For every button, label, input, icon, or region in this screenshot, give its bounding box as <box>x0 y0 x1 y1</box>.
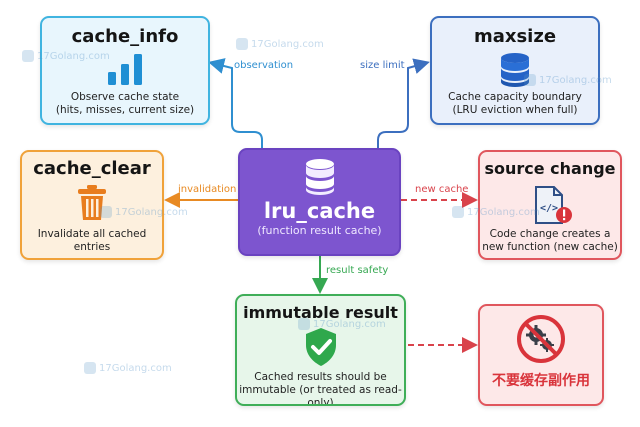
node-lru-cache: lru_cache (function result cache) <box>238 148 401 256</box>
watermark-logo-icon <box>236 38 248 50</box>
node-desc-line: immutable (or treated as read-only) <box>239 384 402 406</box>
bar-chart-icon <box>105 52 145 86</box>
node-no-side-effects: 不要缓存副作用 <box>478 304 604 406</box>
watermark: 17Golang.com <box>22 50 110 62</box>
watermark-logo-icon <box>298 318 310 330</box>
watermark-logo-icon <box>452 206 464 218</box>
node-maxsize: maxsize Cache capacity boundary (LRU evi… <box>430 16 600 125</box>
watermark-text: 17Golang.com <box>313 318 386 330</box>
node-desc-line: new function (new cache) <box>482 241 618 253</box>
watermark: 17Golang.com <box>236 38 324 50</box>
watermark-logo-icon <box>22 50 34 62</box>
edge-label-size-limit: size limit <box>360 60 405 71</box>
node-cache-info: cache_info Observe cache state (hits, mi… <box>40 16 210 125</box>
edge-observation <box>208 58 263 148</box>
node-title: cache_clear <box>33 158 151 179</box>
watermark-text: 17Golang.com <box>467 206 540 218</box>
watermark-text: 17Golang.com <box>99 362 172 374</box>
watermark: 17Golang.com <box>524 74 612 86</box>
shield-check-icon <box>303 327 339 367</box>
watermark-logo-icon <box>84 362 96 374</box>
watermark: 17Golang.com <box>452 206 540 218</box>
svg-text:</>: </> <box>540 203 558 214</box>
no-gears-icon <box>516 314 566 364</box>
node-cache-clear: cache_clear Invalidate all cached entrie… <box>20 150 164 260</box>
node-title: lru_cache <box>263 199 376 223</box>
watermark: 17Golang.com <box>84 362 172 374</box>
edge-label-result-safety: result safety <box>326 265 389 276</box>
edge-label-invalidation: invalidation <box>178 184 237 195</box>
node-desc-line: entries <box>73 241 111 253</box>
node-title: immutable result <box>243 303 398 322</box>
edge-label-observation: observation <box>234 60 294 71</box>
watermark-logo-icon <box>100 206 112 218</box>
node-subtitle: (function result cache) <box>257 224 382 237</box>
trash-icon <box>76 184 108 222</box>
code-file-warning-icon: </> <box>526 185 574 225</box>
watermark: 17Golang.com <box>100 206 188 218</box>
node-desc-line: Cache capacity boundary <box>448 91 582 103</box>
watermark: 17Golang.com <box>298 318 386 330</box>
node-desc-line: (LRU eviction when full) <box>452 104 578 116</box>
node-desc-line: Cached results should be <box>254 371 387 383</box>
node-title: source change <box>484 159 616 178</box>
watermark-text: 17Golang.com <box>251 38 324 50</box>
node-title: cache_info <box>71 26 179 47</box>
watermark-text: 17Golang.com <box>539 74 612 86</box>
node-immutable-result: immutable result Cached results should b… <box>235 294 406 406</box>
database-icon <box>303 158 337 196</box>
edge-size-limit <box>377 58 430 148</box>
node-title: maxsize <box>473 26 557 47</box>
node-source-change: source change </> Code change creates a … <box>478 150 622 260</box>
watermark-text: 17Golang.com <box>115 206 188 218</box>
watermark-logo-icon <box>524 74 536 86</box>
node-desc-line: Observe cache state <box>70 91 180 103</box>
watermark-text: 17Golang.com <box>37 50 110 62</box>
node-desc-line: Invalidate all cached <box>37 228 147 240</box>
node-label: 不要缓存副作用 <box>492 373 590 389</box>
node-desc-line: (hits, misses, current size) <box>55 104 195 116</box>
node-desc-line: Code change creates a <box>489 228 611 240</box>
edge-label-new-cache: new cache <box>415 184 469 195</box>
database-icon <box>498 52 532 88</box>
